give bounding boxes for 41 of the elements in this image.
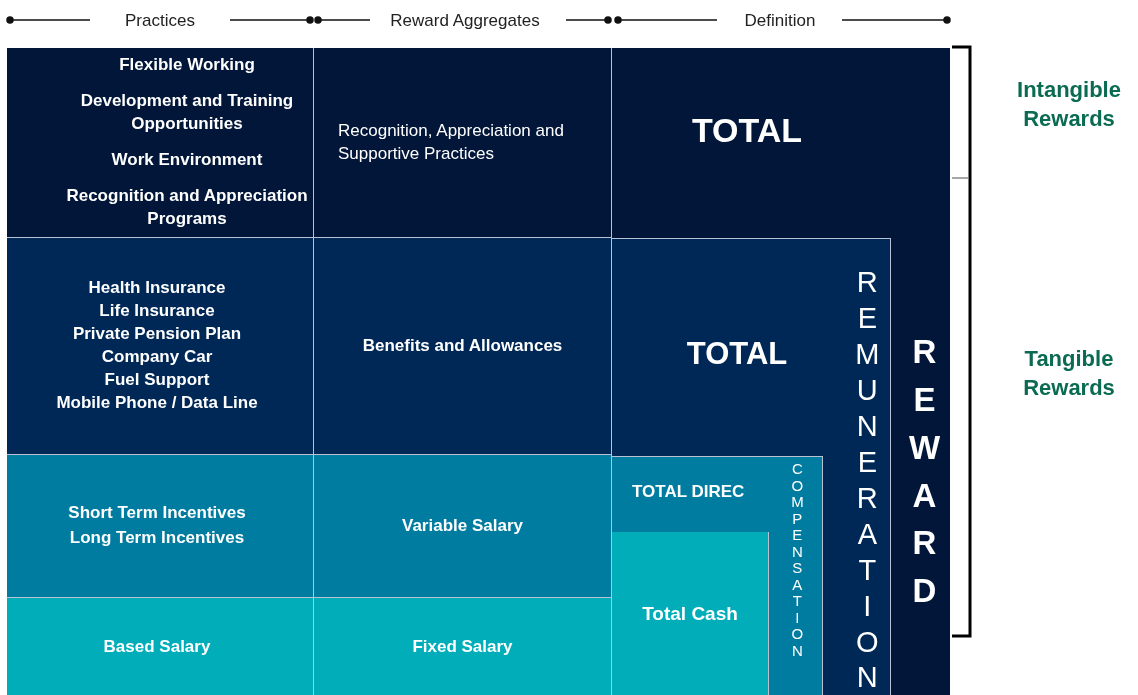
- column-header: Reward Aggregates: [389, 10, 541, 32]
- aggregate-cell: [314, 455, 612, 598]
- practice-item: Recognition and Appreciation Programs: [65, 185, 309, 231]
- practice-item: Short Term Incentives: [68, 502, 246, 525]
- practices-cell: [7, 455, 314, 598]
- practice-item: Long Term Incentives: [69, 527, 245, 549]
- aggregate-cell: [314, 48, 612, 238]
- definition-heading: TOTAL: [690, 110, 804, 151]
- column-header: Definition: [743, 10, 817, 32]
- practice-item: Health Insurance: [88, 277, 226, 300]
- vertical-label: REMUNERATION: [855, 265, 880, 695]
- practice-item: Company Car: [101, 346, 213, 368]
- practices-cell: [7, 48, 314, 238]
- aggregate-text: Recognition, Appreciation and Supportive Practices: [338, 119, 565, 165]
- aggregate-text: Fixed Salary: [412, 635, 513, 658]
- definition-heading: TOTAL: [685, 335, 789, 373]
- practice-item: Life Insurance: [99, 300, 215, 323]
- definition-heading: TOTAL DIREC: [632, 481, 746, 503]
- practice-item: Fuel Support: [104, 368, 210, 391]
- compensation-box: [612, 456, 823, 695]
- column-header: Practices: [124, 10, 196, 32]
- practice-item: Flexible Working: [119, 54, 255, 76]
- aggregate-cell: [314, 238, 612, 455]
- group-label: Tangible Rewards: [1022, 345, 1116, 402]
- vertical-label: COMPENSATION: [791, 461, 804, 659]
- cash-box: [612, 532, 769, 695]
- remuneration-box: [612, 238, 891, 695]
- practice-item: Based Salary: [103, 635, 211, 658]
- practice-item: Work Environment: [111, 149, 263, 172]
- vertical-label: REWARD: [908, 332, 941, 612]
- practice-item: Private Pension Plan: [72, 323, 242, 346]
- aggregate-text: Benefits and Allowances: [362, 335, 563, 358]
- definition-heading: Total Cash: [642, 602, 738, 627]
- practice-item: Development and Training Opportunities: [79, 90, 295, 135]
- practices-cell: [7, 598, 314, 695]
- practice-item: Mobile Phone / Data Line: [56, 391, 258, 414]
- aggregate-cell: [314, 598, 612, 695]
- aggregate-text: Variable Salary: [402, 515, 523, 538]
- practices-cell: [7, 238, 314, 455]
- reward-box: [612, 48, 950, 695]
- group-label: Intangible Rewards: [1016, 76, 1122, 133]
